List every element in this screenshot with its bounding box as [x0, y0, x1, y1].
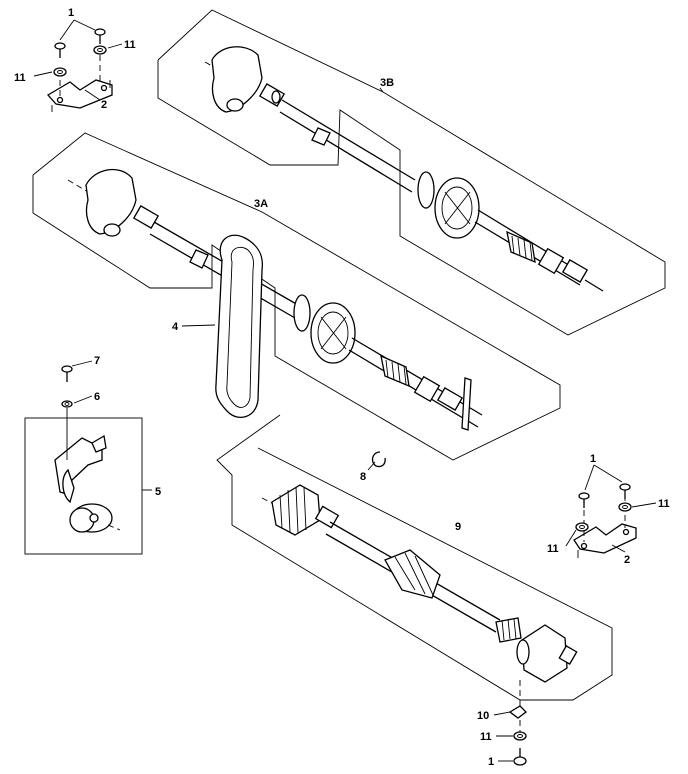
callout-1-top-left: 1 [68, 7, 74, 19]
leader-lines [33, 19, 657, 762]
callout-2-right: 2 [624, 554, 630, 566]
screw-1-right-b [619, 483, 631, 499]
assembly-9-shaft [261, 484, 578, 683]
screw-1-right-a [578, 492, 590, 508]
callout-11-top-left-a: 11 [14, 72, 26, 84]
callout-6: 6 [94, 391, 100, 403]
callout-3b: 3B [380, 77, 394, 89]
washer-6 [61, 400, 73, 408]
clip-10 [508, 680, 527, 719]
assembly-3a-frame [32, 132, 561, 461]
washer-11-top-left-b [93, 45, 107, 55]
callout-11-bottom: 11 [480, 731, 492, 743]
screw-1-top-left-a [54, 42, 66, 58]
callout-4: 4 [172, 321, 179, 333]
callout-8: 8 [360, 471, 366, 483]
clip-8 [371, 451, 386, 468]
washer-11-top-left-a [53, 67, 67, 77]
washer-11-right-a [575, 522, 589, 532]
assembly-3b-shaft [204, 46, 604, 292]
callout-3a: 3A [254, 198, 268, 210]
callout-7: 7 [94, 355, 100, 367]
washer-11-bottom [513, 720, 527, 741]
washer-11-right-b [618, 502, 632, 512]
callout-10: 10 [477, 710, 489, 722]
box-5 [24, 408, 152, 555]
callout-1-bottom: 1 [488, 756, 494, 768]
callout-11-top-left-b: 11 [124, 39, 136, 51]
screw-7 [61, 365, 73, 382]
callout-1-right: 1 [590, 453, 596, 465]
callout-labels: 1 11 11 2 3B 3A 4 7 6 5 8 9 1 11 11 2 10… [14, 7, 670, 768]
screw-1-top-left-b [94, 28, 106, 44]
belt-4 [215, 234, 264, 418]
callout-2-top-left: 2 [101, 99, 107, 111]
bracket-2-top-left [46, 55, 113, 112]
screw-1-bottom [513, 748, 527, 766]
callout-5: 5 [155, 486, 161, 498]
callout-11-right-b: 11 [658, 498, 670, 510]
callout-9: 9 [455, 521, 461, 533]
callout-11-right-a: 11 [547, 543, 559, 555]
